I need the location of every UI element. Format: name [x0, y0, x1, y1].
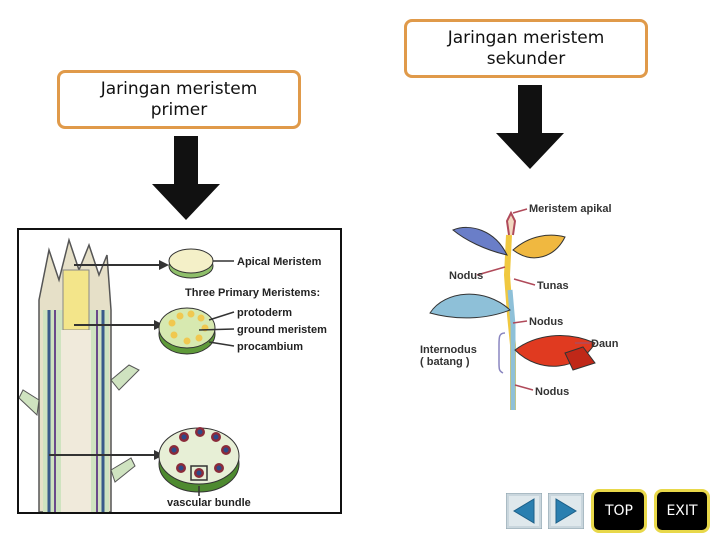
internodus-label: Internodus	[420, 344, 477, 356]
previous-button[interactable]	[505, 492, 543, 530]
plant-illustration	[429, 210, 596, 410]
sekunder-label: Jaringan meristem sekunder	[447, 27, 605, 69]
triangle-left-icon	[505, 492, 543, 530]
batang-label: ( batang )	[420, 356, 470, 368]
apical-meristem-label: Apical Meristem	[237, 256, 322, 268]
vascular-bundle-disk	[158, 427, 240, 493]
primary-meristem-figure: Apical Meristem Three Primary Meristems:…	[17, 228, 342, 514]
primer-label: Jaringan meristem primer	[100, 78, 258, 120]
three-primary-meristems-label: Three Primary Meristems:	[185, 287, 320, 299]
apical-meristem-disk	[168, 248, 214, 279]
tunas-label: Tunas	[537, 280, 569, 292]
top-button[interactable]: TOP	[591, 489, 647, 533]
procambium-label: procambium	[237, 341, 303, 353]
meristem-apikal-label: Meristem apikal	[529, 203, 612, 215]
protoderm-label: protoderm	[237, 307, 292, 319]
stem-longitudinal-section	[18, 237, 140, 513]
sekunder-label-box: Jaringan meristem sekunder	[404, 19, 648, 78]
vascular-bundle-label: vascular bundle	[167, 497, 251, 509]
nodus-label-top: Nodus	[449, 270, 483, 282]
next-button[interactable]	[547, 492, 585, 530]
secondary-meristem-figure: Meristem apikal Nodus Tunas Nodus Daun I…	[415, 195, 635, 410]
nodus-label-middle: Nodus	[529, 316, 563, 328]
exit-button[interactable]: EXIT	[654, 489, 710, 533]
down-arrow-icon	[496, 85, 564, 169]
down-arrow-icon	[152, 136, 220, 220]
triangle-right-icon	[547, 492, 585, 530]
ground-meristem-label: ground meristem	[237, 324, 327, 336]
primary-meristems-disk	[158, 307, 216, 355]
primer-label-box: Jaringan meristem primer	[57, 70, 301, 129]
daun-label: Daun	[591, 338, 619, 350]
nodus-label-bottom: Nodus	[535, 386, 569, 398]
